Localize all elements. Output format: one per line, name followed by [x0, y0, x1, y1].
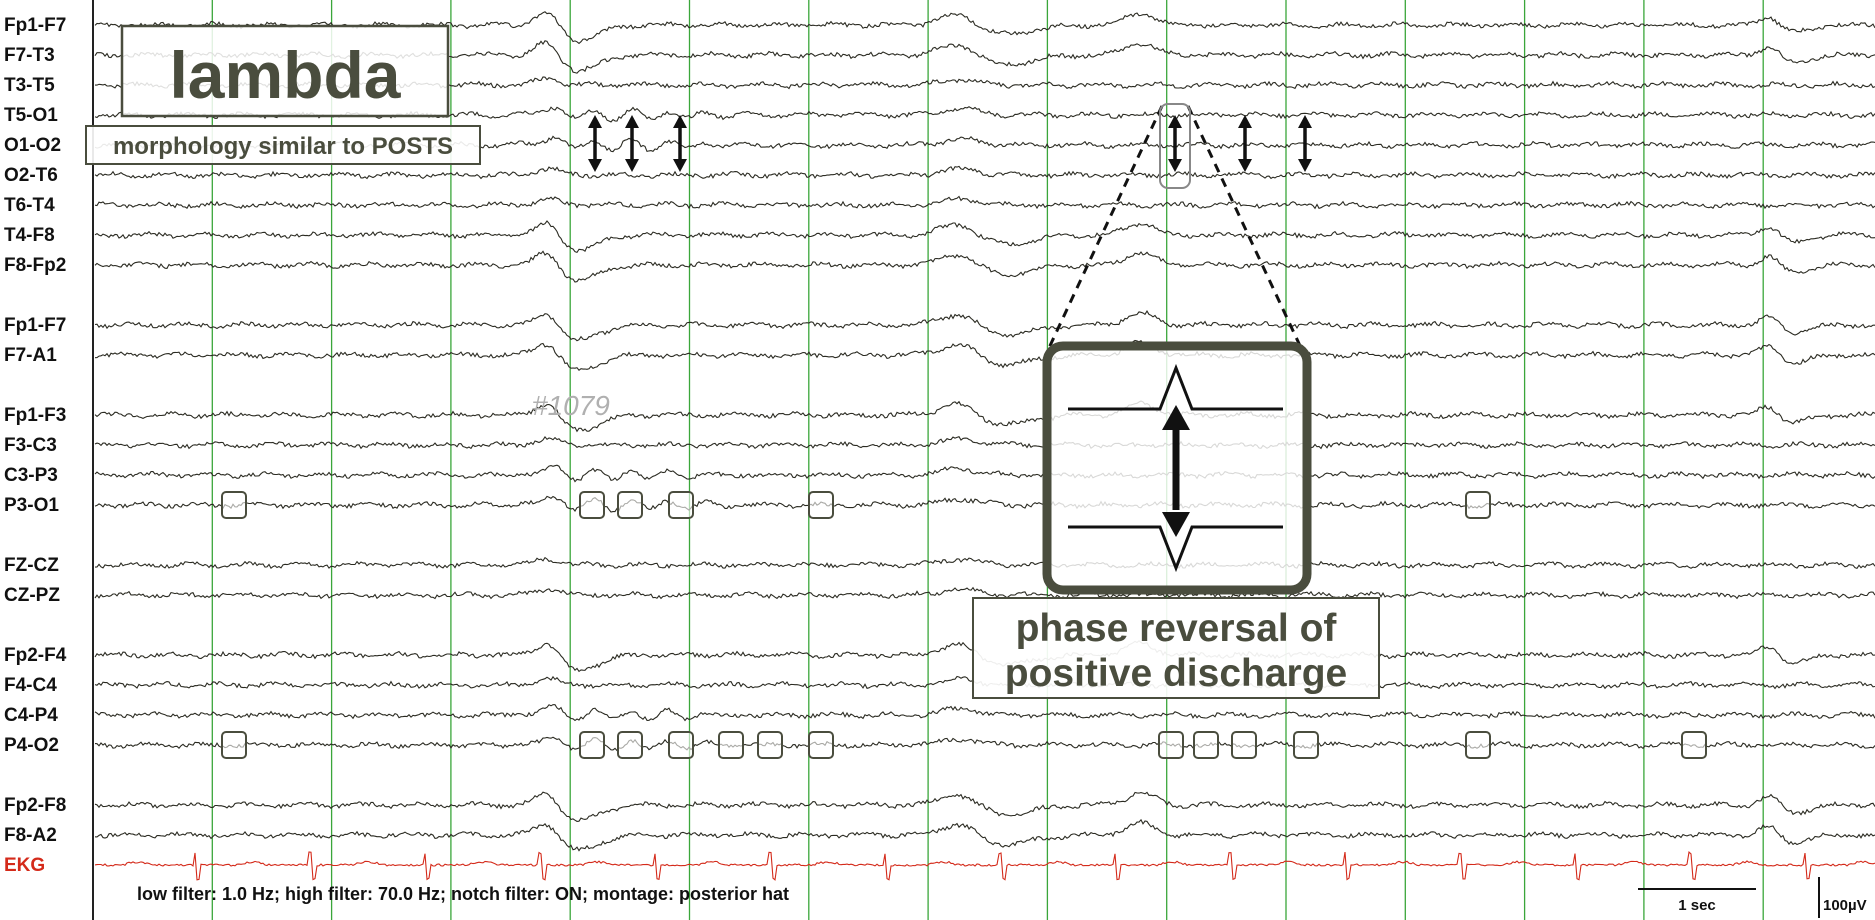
- channel-label: P4-O2: [4, 735, 59, 756]
- lambda-title-box: [120, 24, 450, 118]
- phase-caption-line1: phase reversal of: [1016, 607, 1338, 650]
- lambda-marker: [718, 731, 744, 759]
- eeg-trace: [94, 791, 1875, 822]
- schematic-arrow-down: [1162, 512, 1190, 537]
- eeg-trace: [94, 11, 1875, 45]
- phase-arrow-head-up: [588, 115, 602, 128]
- channel-label: Fp2-F4: [4, 645, 67, 666]
- case-watermark: #1079: [532, 390, 610, 421]
- eeg-trace: [94, 818, 1875, 852]
- channel-label: EKG: [4, 855, 45, 876]
- channel-label: T5-O1: [4, 105, 58, 126]
- eeg-trace: [94, 435, 1875, 450]
- channel-label: T4-F8: [4, 225, 55, 246]
- lambda-marker: [617, 491, 643, 519]
- channel-label: Fp1-F7: [4, 15, 66, 36]
- ekg-trace: [94, 851, 1875, 881]
- eeg-trace: [94, 220, 1875, 254]
- lambda-marker: [757, 731, 783, 759]
- channel-label: F8-A2: [4, 825, 57, 846]
- phase-arrow-head-up: [673, 115, 687, 128]
- lambda-marker: [579, 491, 605, 519]
- phase-caption-box: [972, 597, 1380, 699]
- channel-label: F3-C3: [4, 435, 57, 456]
- eeg-trace: [94, 464, 1875, 483]
- eeg-trace: [94, 310, 1875, 342]
- eeg-trace: [94, 495, 1875, 513]
- lambda-marker: [668, 491, 694, 519]
- eeg-trace: [94, 195, 1875, 210]
- lambda-marker: [617, 731, 643, 759]
- channel-label: Fp1-F7: [4, 315, 66, 336]
- channel-labels: Fp1-F7F7-T3T3-T5T5-O1O1-O2O2-T6T6-T4T4-F…: [4, 15, 67, 876]
- lambda-marker: [808, 491, 834, 519]
- phase-arrows: [588, 115, 1312, 172]
- eeg-trace: [94, 339, 1875, 371]
- lambda-title: lambda: [169, 38, 401, 112]
- annotation-overlays: lambda morphology similar to POSTS #1079…: [85, 24, 1380, 699]
- footer: low filter: 1.0 Hz; high filter: 70.0 Hz…: [137, 877, 1867, 918]
- zoom-line-left: [1046, 105, 1164, 351]
- phase-arrow-head-down: [1238, 159, 1252, 172]
- channel-label: T3-T5: [4, 75, 55, 96]
- channel-label: FZ-CZ: [4, 555, 59, 576]
- schematic-positive-peak: [1068, 363, 1283, 411]
- phase-arrow-head-down: [673, 159, 687, 172]
- phase-arrow-head-down: [1298, 159, 1312, 172]
- eeg-trace: [94, 736, 1875, 752]
- morphology-subtitle: morphology similar to POSTS: [113, 133, 453, 160]
- amplitude-scale-label: 100µV: [1823, 897, 1867, 914]
- phase-arrow-head-down: [1168, 159, 1182, 172]
- lambda-marker: [221, 491, 247, 519]
- eeg-traces: [94, 11, 1875, 881]
- eeg-trace: [94, 556, 1875, 570]
- lambda-marker: [1293, 731, 1319, 759]
- eeg-trace: [94, 586, 1875, 600]
- lambda-marker: [1158, 731, 1184, 759]
- filter-settings: low filter: 1.0 Hz; high filter: 70.0 Hz…: [137, 884, 789, 904]
- lambda-marker: [221, 731, 247, 759]
- schematic-negative-peak: [1068, 525, 1283, 573]
- lambda-marker: [668, 731, 694, 759]
- morphology-box: [85, 125, 481, 165]
- channel-label: C4-P4: [4, 705, 58, 726]
- lambda-marker: [579, 731, 605, 759]
- time-scale-label: 1 sec: [1678, 897, 1716, 914]
- lambda-marker: [1465, 491, 1491, 519]
- channel-label: O2-T6: [4, 165, 58, 186]
- time-gridlines: [92, 0, 1764, 920]
- phase-caption-line2: positive discharge: [1005, 652, 1347, 695]
- eeg-trace: [94, 400, 1875, 433]
- channel-label: Fp1-F3: [4, 405, 66, 426]
- phase-arrow-head-up: [625, 115, 639, 128]
- phase-arrow-head-up: [1238, 115, 1252, 128]
- zoom-line-right: [1186, 105, 1304, 351]
- lambda-marker: [1465, 731, 1491, 759]
- channel-label: C3-P3: [4, 465, 58, 486]
- zoom-source-box: [1159, 103, 1191, 189]
- eeg-trace: [94, 704, 1875, 722]
- channel-label: P3-O1: [4, 495, 59, 516]
- schematic-arrow-up: [1162, 405, 1190, 430]
- phase-arrow-head-up: [1168, 115, 1182, 128]
- lambda-marker: [1681, 731, 1707, 759]
- channel-label: F7-A1: [4, 345, 57, 366]
- channel-label: Fp2-F8: [4, 795, 66, 816]
- phase-arrow-head-down: [625, 159, 639, 172]
- lambda-marker: [808, 731, 834, 759]
- channel-label: F7-T3: [4, 45, 55, 66]
- channel-label: O1-O2: [4, 135, 61, 156]
- channel-label: T6-T4: [4, 195, 55, 216]
- channel-label: CZ-PZ: [4, 585, 60, 606]
- lambda-marker: [1231, 731, 1257, 759]
- lambda-markers: [221, 491, 1707, 759]
- eeg-trace: [94, 165, 1875, 180]
- channel-label: F8-Fp2: [4, 255, 66, 276]
- phase-arrow-head-down: [588, 159, 602, 172]
- phase-arrow-head-up: [1298, 115, 1312, 128]
- channel-label: F4-C4: [4, 675, 57, 696]
- eeg-trace: [94, 250, 1875, 283]
- lambda-marker: [1193, 731, 1219, 759]
